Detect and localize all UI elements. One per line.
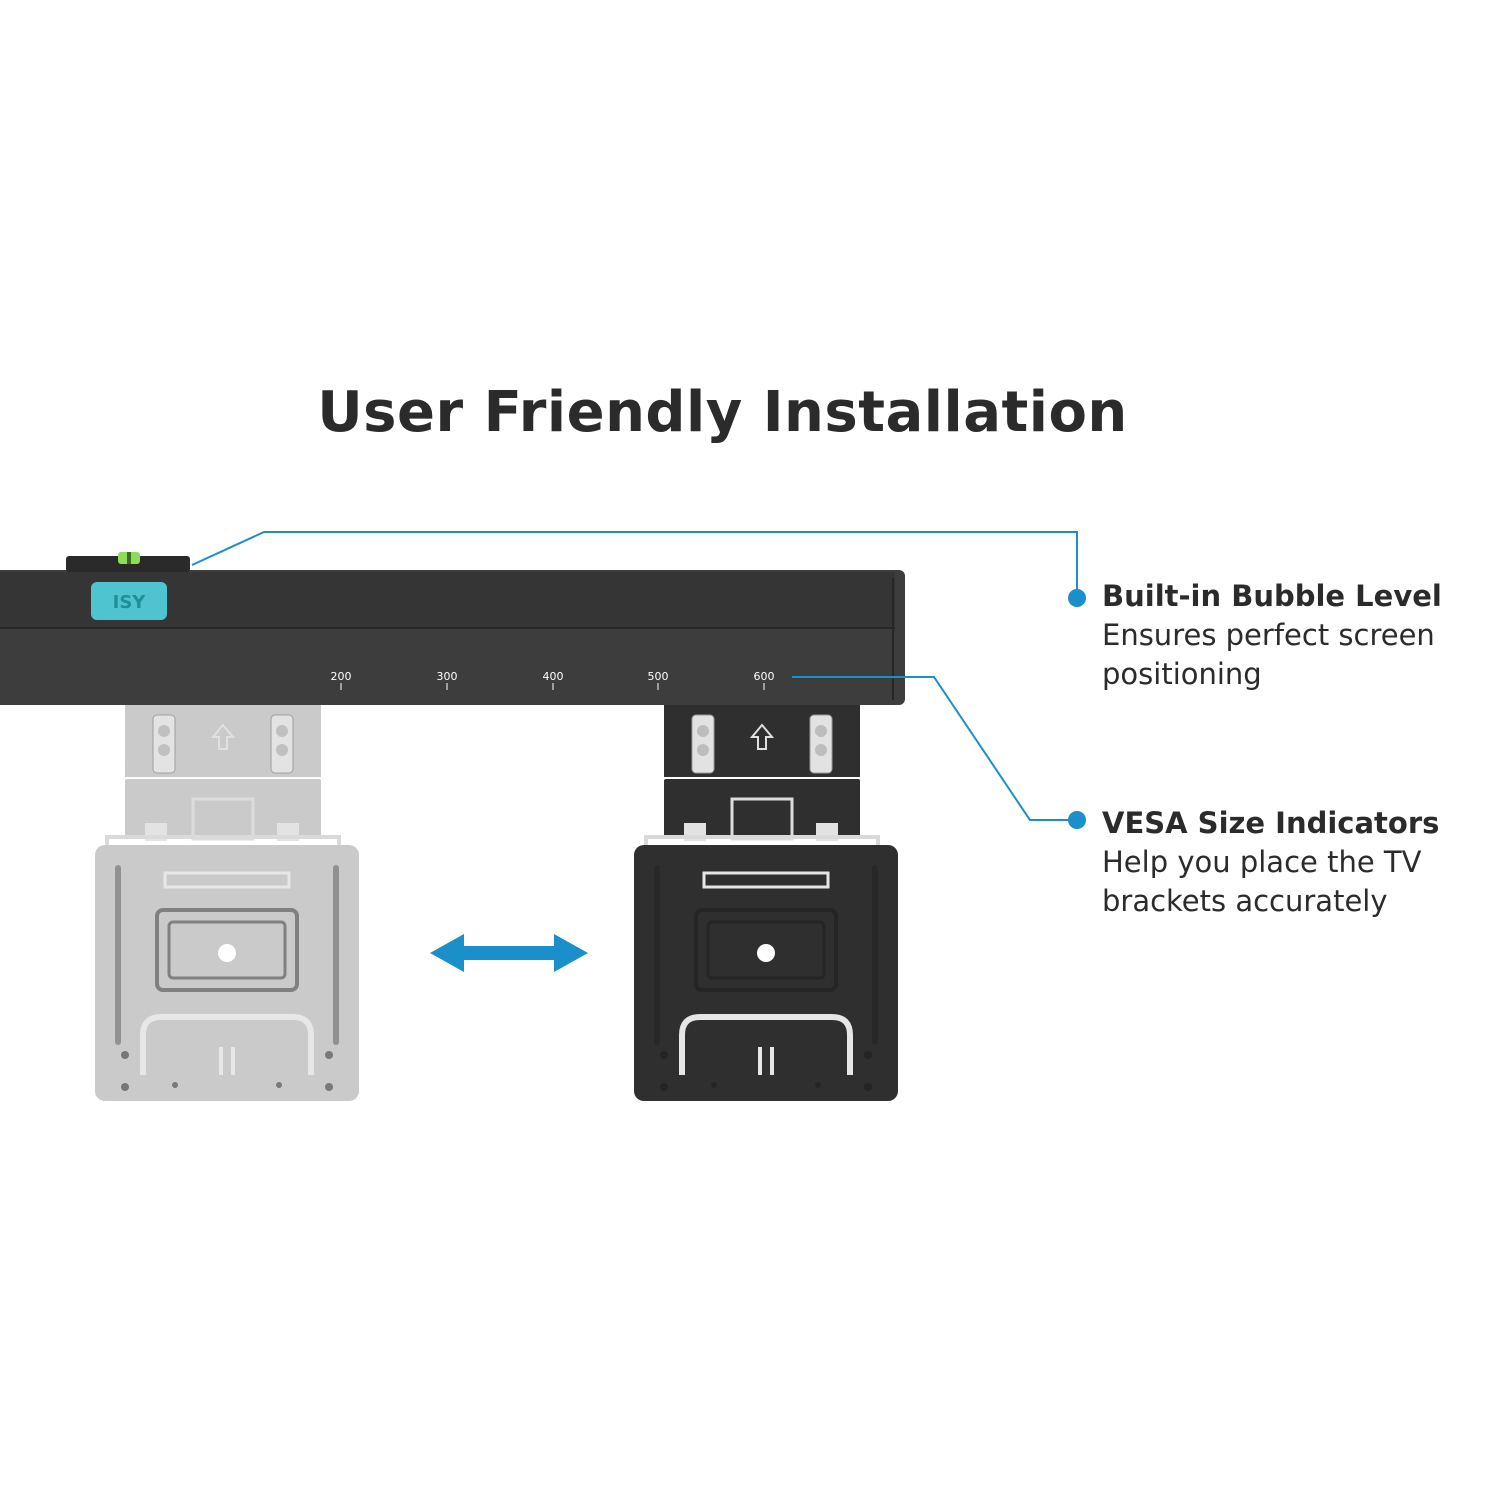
vesa-scale: 200 300 400 500 600 xyxy=(331,670,775,690)
callout-vesa-indicators: VESA Size Indicators Help you place the … xyxy=(1102,804,1492,921)
page-title: User Friendly Installation xyxy=(317,380,1128,445)
double-arrow-icon xyxy=(430,934,588,972)
mounted-bracket xyxy=(634,705,898,1101)
callout-heading: VESA Size Indicators xyxy=(1102,806,1440,840)
callout-description: Help you place the TV xyxy=(1102,845,1422,879)
callout-description: Ensures perfect screen xyxy=(1102,618,1435,652)
tick-label: 600 xyxy=(754,670,775,683)
bubble-level-icon xyxy=(66,552,190,572)
callout-heading: Built-in Bubble Level xyxy=(1102,579,1442,613)
tick-label: 200 xyxy=(331,670,352,683)
tick-label: 400 xyxy=(543,670,564,683)
ghost-bracket xyxy=(95,705,359,1101)
brand-logo: ISY xyxy=(91,582,167,620)
callout-description: positioning xyxy=(1102,657,1262,691)
tick-label: 300 xyxy=(437,670,458,683)
tick-label: 500 xyxy=(648,670,669,683)
callout-leader-level xyxy=(191,531,1086,607)
callout-leader-vesa xyxy=(792,676,1086,829)
callout-bubble-level: Built-in Bubble Level Ensures perfect sc… xyxy=(1102,577,1492,694)
callout-description: brackets accurately xyxy=(1102,884,1388,918)
logo-text: ISY xyxy=(113,592,147,613)
